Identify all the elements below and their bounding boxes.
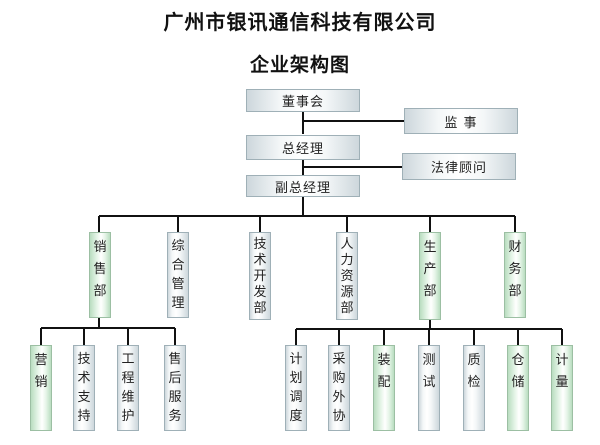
node-label-char: 检 — [467, 375, 481, 390]
dept-general-admin: 综合管理 — [167, 232, 189, 318]
node-label-char: 源 — [340, 285, 354, 300]
node-supervisor: 监 事 — [404, 108, 518, 134]
dept-production: 生产部 — [419, 232, 441, 320]
node-label-char: 售 — [168, 352, 182, 367]
node-label-char: 技 — [253, 237, 267, 252]
node-label-char: 销 — [34, 375, 48, 390]
node-legal-advisor: 法律顾问 — [402, 153, 516, 180]
node-label-char: 人 — [340, 237, 354, 252]
node-label-char: 协 — [332, 409, 346, 424]
node-label-char: 财 — [508, 240, 522, 255]
node-label-char: 销 — [93, 240, 107, 255]
prod-unit-quality: 质检 — [463, 345, 485, 431]
node-label-char: 计 — [555, 353, 569, 368]
node-board: 董事会 — [246, 89, 360, 112]
node-label-char: 后 — [168, 371, 182, 386]
node-label-char: 营 — [34, 353, 48, 368]
node-label-char: 合 — [171, 258, 185, 273]
node-label-char: 仓 — [511, 353, 525, 368]
node-label-char: 部 — [93, 284, 107, 299]
prod-unit-metrology: 计量 — [551, 345, 573, 431]
node-label-char: 部 — [423, 284, 437, 299]
prod-unit-warehouse: 仓储 — [507, 345, 529, 431]
node-label-char: 务 — [168, 409, 182, 424]
sales-unit-tech-support: 技术支持 — [73, 345, 95, 431]
node-label-char: 服 — [168, 390, 182, 405]
prod-unit-assembly: 装配 — [373, 345, 395, 431]
node-label-char: 售 — [93, 262, 107, 277]
node-label-char: 储 — [511, 375, 525, 390]
node-label-char: 质 — [467, 353, 481, 368]
node-label-char: 部 — [253, 301, 267, 316]
node-label-char: 综 — [171, 239, 185, 254]
node-label-char: 管 — [171, 277, 185, 292]
chart-title: 广州市银讯通信科技有限公司 — [163, 10, 437, 34]
node-label-char: 部 — [340, 301, 354, 316]
node-label-char: 程 — [121, 371, 135, 386]
node-label-char: 理 — [171, 296, 185, 311]
node-label-char: 持 — [77, 409, 91, 424]
node-label-char: 购 — [332, 371, 346, 386]
node-label-char: 装 — [377, 353, 391, 368]
node-label-char: 部 — [508, 284, 522, 299]
node-label-char: 测 — [422, 353, 436, 368]
dept-tech-development: 技术开发部 — [249, 232, 271, 320]
node-label-char: 产 — [423, 262, 437, 277]
node-label-char: 术 — [77, 371, 91, 386]
dept-sales: 销售部 — [89, 232, 111, 318]
prod-unit-procurement: 采购外协 — [328, 345, 350, 431]
dept-finance: 财务部 — [504, 232, 526, 318]
node-label-char: 工 — [121, 352, 135, 367]
prod-unit-planning: 计划调度 — [285, 345, 307, 431]
node-label-char: 开 — [253, 269, 267, 284]
prod-unit-testing: 测试 — [418, 345, 440, 431]
sales-unit-marketing: 营销 — [30, 345, 52, 431]
node-vice-general-manager: 副总经理 — [246, 175, 360, 197]
node-label-char: 技 — [77, 352, 91, 367]
node-label-char: 术 — [253, 253, 267, 268]
node-label-char: 务 — [508, 262, 522, 277]
node-label-char: 试 — [422, 375, 436, 390]
node-label-char: 度 — [289, 409, 303, 424]
dept-human-resources: 人力资源部 — [336, 232, 358, 320]
node-label-char: 维 — [121, 390, 135, 405]
node-label-char: 配 — [377, 375, 391, 390]
node-label-char: 资 — [340, 269, 354, 284]
node-label-char: 护 — [121, 409, 135, 424]
node-label-char: 采 — [332, 352, 346, 367]
node-label-char: 划 — [289, 371, 303, 386]
node-label-char: 支 — [77, 390, 91, 405]
node-label-char: 外 — [332, 390, 346, 405]
sales-unit-after-sales: 售后服务 — [164, 345, 186, 431]
node-label-char: 生 — [423, 240, 437, 255]
node-label-char: 计 — [289, 352, 303, 367]
node-general-manager: 总经理 — [246, 135, 360, 160]
node-label-char: 量 — [555, 375, 569, 390]
node-label-char: 调 — [289, 390, 303, 405]
chart-subtitle: 企业架构图 — [249, 54, 350, 76]
sales-unit-engineering-maintenance: 工程维护 — [117, 345, 139, 431]
node-label-char: 力 — [340, 253, 354, 268]
node-label-char: 发 — [253, 285, 267, 300]
